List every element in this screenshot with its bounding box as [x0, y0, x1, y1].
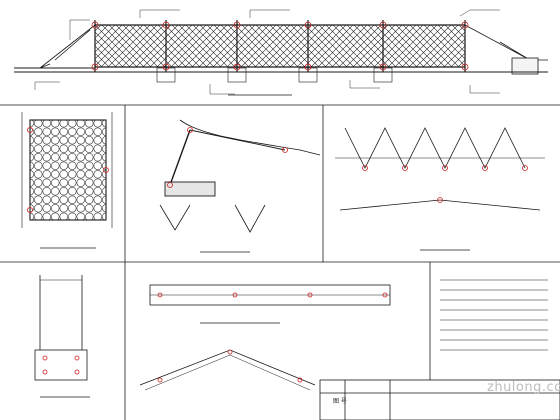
right-slope — [464, 24, 548, 61]
panel-dividers — [0, 104, 560, 420]
ring-net-detail — [21, 112, 113, 249]
plan-views — [139, 284, 391, 391]
watermark-text: zhulong.com — [487, 380, 560, 395]
posts — [94, 20, 466, 72]
left-anchor-brace — [39, 24, 96, 69]
base-plate — [34, 349, 88, 381]
slope-surface — [179, 119, 321, 156]
slope-anchor-detail — [159, 119, 321, 253]
post-base-detail — [34, 275, 90, 398]
ring-net-callouts — [27, 127, 109, 213]
ring-net-panel — [29, 119, 107, 221]
post-bases — [156, 67, 393, 83]
title-block — [319, 379, 560, 420]
top-elevation-view — [14, 9, 548, 96]
concrete-footing — [164, 181, 216, 197]
notes-block — [440, 279, 548, 351]
net-panel-diamond — [94, 24, 466, 68]
cable-zigzag-detail — [335, 127, 545, 251]
leader-lines — [34, 9, 500, 95]
title-block-drawing-no-label: 图 号 — [333, 398, 347, 405]
red-callouts — [91, 21, 469, 71]
